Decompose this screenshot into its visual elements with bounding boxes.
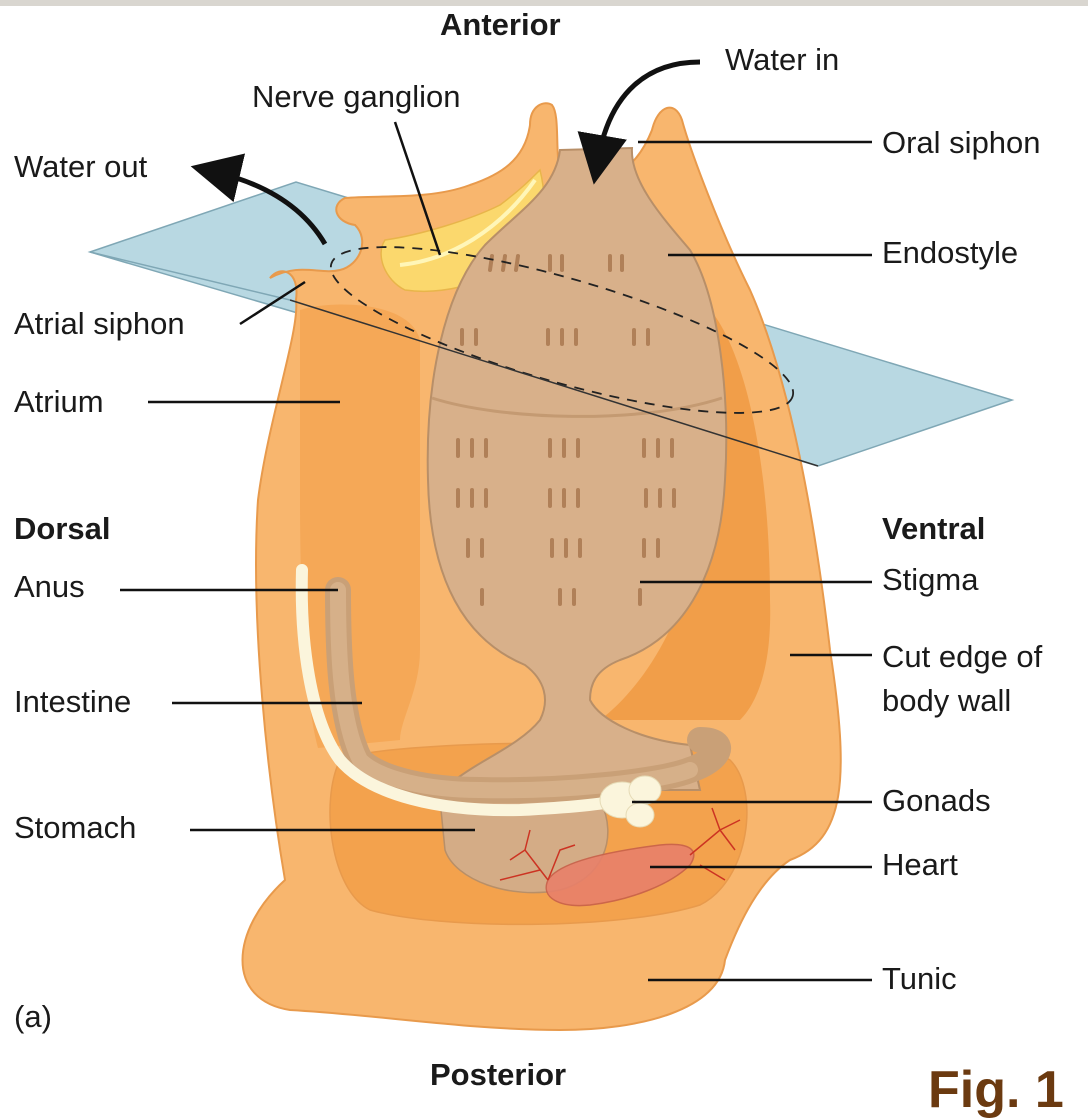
atrium-cavity [300,304,420,748]
intestine-label: Intestine [14,685,131,719]
cut-edge-label-line1: Cut edge of [882,640,1042,674]
figure-label: Fig. 1 [928,1060,1064,1120]
tunic-label: Tunic [882,962,957,996]
water-out-label: Water out [14,150,147,184]
ventral-label: Ventral [882,512,985,546]
anterior-label: Anterior [440,8,561,42]
gonads-label: Gonads [882,784,991,818]
water-in-label: Water in [725,43,839,77]
posterior-label: Posterior [430,1058,566,1092]
stigma-label: Stigma [882,563,978,597]
nerve-ganglion-label: Nerve ganglion [252,80,461,114]
anus-label: Anus [14,570,85,604]
endostyle-label: Endostyle [882,236,1018,270]
heart-label: Heart [882,848,958,882]
cut-edge-label-line2: body wall [882,684,1011,718]
oral-siphon-label: Oral siphon [882,126,1041,160]
atrial-siphon-label: Atrial siphon [14,307,185,341]
panel-label: (a) [14,1000,52,1034]
anatomy-illustration [0,0,1088,1096]
stomach-label: Stomach [14,811,136,845]
tunicate-diagram: Anterior Water in Nerve ganglion Water o… [0,0,1088,1096]
dorsal-label: Dorsal [14,512,110,546]
atrium-label: Atrium [14,385,104,419]
